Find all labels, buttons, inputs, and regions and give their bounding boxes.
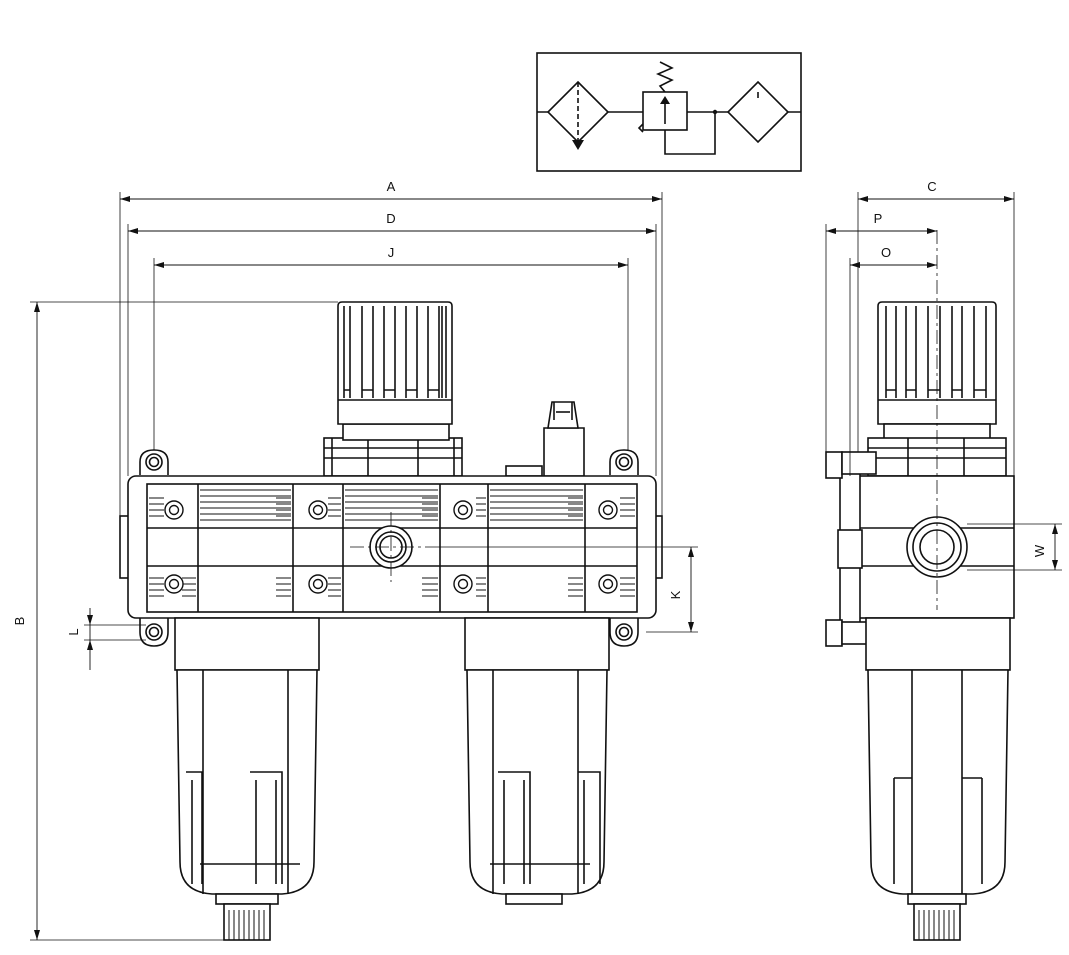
lubricator-bowl (464, 617, 610, 905)
dim-label-w: W (1032, 544, 1047, 557)
pneumatic-symbol (536, 52, 802, 172)
side-bowl (865, 617, 1011, 941)
filter-symbol (546, 80, 610, 150)
dimension-labels: A D J B L K C P O W (12, 179, 1047, 636)
dimensions (30, 192, 1062, 941)
regulator-knob (323, 301, 463, 477)
dim-label-d: D (386, 211, 395, 226)
mounting-bracket-bottom (139, 618, 639, 647)
dim-label-l: L (66, 628, 81, 635)
dim-label-j: J (388, 245, 395, 260)
regulator-symbol (637, 61, 718, 155)
manifold-body (127, 475, 657, 619)
front-view (119, 301, 663, 941)
side-view (825, 230, 1015, 941)
lubricator-plug (505, 401, 585, 477)
dim-label-o: O (881, 245, 891, 260)
filter-bowl (174, 617, 320, 941)
mounting-bracket-top (139, 449, 639, 475)
dim-label-p: P (874, 211, 883, 226)
dim-label-c: C (927, 179, 936, 194)
side-body (825, 451, 1015, 647)
dim-label-b: B (12, 617, 27, 626)
dim-label-a: A (387, 179, 396, 194)
dim-label-k: K (668, 590, 683, 599)
lubricator-symbol (726, 80, 790, 144)
